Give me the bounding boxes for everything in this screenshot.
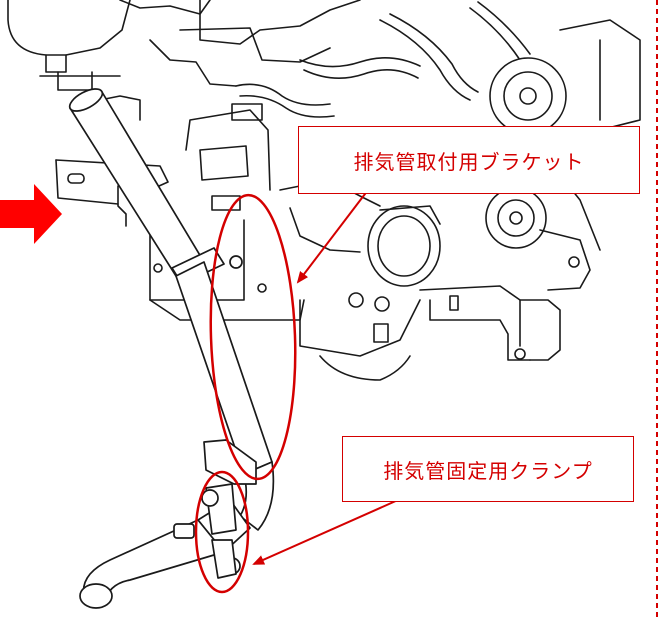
engine-body xyxy=(7,0,641,381)
bracket-highlight-ellipse xyxy=(209,193,297,481)
bracket-callout-label: 排気管取付用ブラケット xyxy=(298,126,640,194)
pointer-arrow-icon xyxy=(0,184,62,244)
bracket-leader-arrow-icon xyxy=(296,189,369,284)
clamp-highlight-ellipse xyxy=(194,470,250,594)
clamp-callout-label: 排気管固定用クランプ xyxy=(342,436,634,502)
clamp-leader-arrow-icon xyxy=(252,499,399,565)
